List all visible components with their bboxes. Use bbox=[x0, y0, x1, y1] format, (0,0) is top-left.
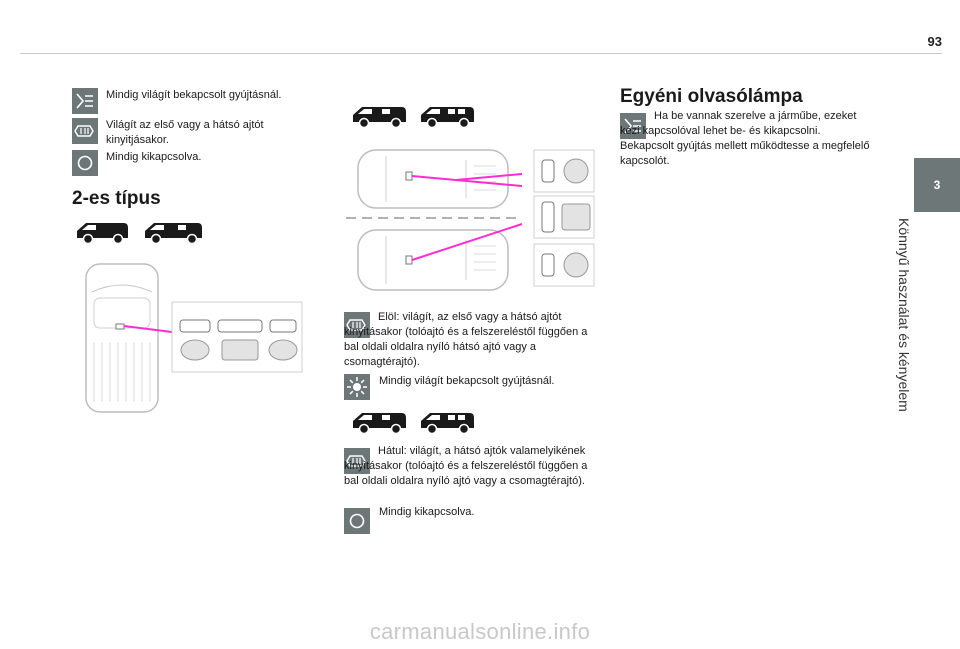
rear-light-text: Hátul: világít, a hátsó ajtók valamelyik… bbox=[344, 445, 588, 487]
interior-light-on-icon bbox=[72, 88, 98, 114]
light-off-icon bbox=[72, 150, 98, 176]
left-item-2-text: Világít az első vagy a hátsó ajtót kinyi… bbox=[106, 119, 264, 146]
van-long-car-icon bbox=[418, 103, 476, 129]
chapter-tab[interactable]: 3 bbox=[914, 158, 960, 212]
reading-lamp-heading: Egyéni olvasólámpa bbox=[620, 86, 803, 107]
van-long-car-icon bbox=[418, 409, 476, 435]
door-light-icon bbox=[344, 448, 370, 474]
reading-lamp-text: Ha be vannak szerelve a járműbe, ezeket … bbox=[620, 110, 870, 167]
rear-light-text-2: Mindig kikapcsolva. bbox=[379, 506, 475, 518]
left-item-1-text: Mindig világít bekapcsolt gyújtásnál. bbox=[106, 89, 282, 101]
van-car-icon bbox=[350, 409, 408, 435]
header-rule bbox=[20, 53, 942, 54]
page-number: 93 bbox=[927, 34, 942, 49]
footer-watermark: carmanualsonline.info bbox=[369, 619, 591, 644]
chapter-number: 3 bbox=[933, 178, 941, 192]
front-light-text-2: Mindig világít bekapcsolt gyújtásnál. bbox=[379, 375, 555, 387]
left-item-3-text: Mindig kikapcsolva. bbox=[106, 151, 202, 163]
light-off-icon bbox=[344, 508, 370, 534]
front-light-text: Elöl: világít, az első vagy a hátsó ajtó… bbox=[344, 311, 588, 368]
type2-heading: 2-es típus bbox=[72, 188, 161, 209]
van-long-car-icon bbox=[142, 219, 204, 245]
door-light-icon bbox=[344, 312, 370, 338]
van-car-icon bbox=[74, 219, 130, 245]
interior-light-on-icon bbox=[620, 113, 646, 139]
door-light-icon bbox=[72, 118, 98, 144]
van-top-view-diagram bbox=[84, 262, 336, 419]
sun-light-icon bbox=[344, 374, 370, 400]
van-car-icon bbox=[350, 103, 408, 129]
chapter-title: Könnyű használat és kényelem bbox=[896, 218, 912, 412]
van-front-rear-diagram bbox=[346, 146, 596, 301]
